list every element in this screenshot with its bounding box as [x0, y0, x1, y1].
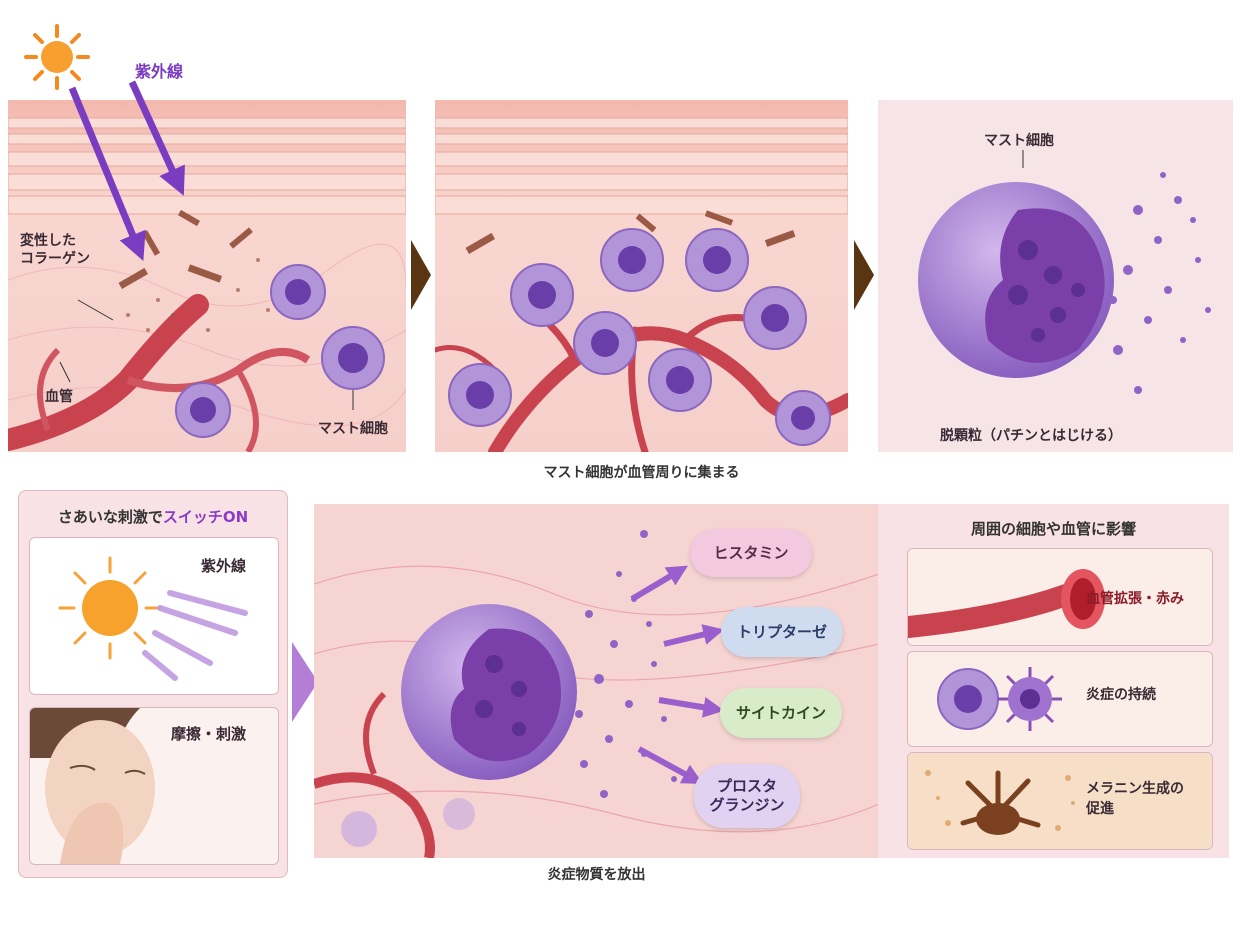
face-touch-icon — [30, 708, 155, 864]
friction-trigger-label: 摩擦・刺激 — [171, 725, 247, 743]
uv-trigger-card — [29, 537, 279, 695]
skin-panel-uv-damage — [8, 100, 406, 452]
inflammatory-cells-icon — [908, 652, 1212, 746]
mast-cell-icon — [321, 326, 385, 390]
skin-illustration-1 — [8, 100, 406, 452]
melanin-label: メラニン生成の 促進 — [1086, 781, 1184, 817]
degranulation-panel — [878, 100, 1233, 452]
effect-card-melanin — [907, 752, 1213, 850]
mediator-release-panel: ヒスタミン トリプターゼ サイトカイン プロスタ グランジン — [314, 504, 879, 858]
mast-cell-label-3: マスト細胞 — [984, 133, 1054, 149]
effect-card-inflammation — [907, 651, 1213, 747]
histamine-badge: ヒスタミン — [690, 529, 812, 577]
denatured-collagen-label: 変性した コラーゲン — [20, 233, 90, 268]
next-step-arrow-icon — [411, 240, 431, 310]
melanocyte-icon — [908, 753, 1212, 849]
triggers-title: さあいな刺激でスイッチON — [57, 508, 249, 526]
uv-label-top: 紫外線 — [135, 62, 184, 81]
degranulation-label: 脱顆粒（パチンとはじける） — [940, 428, 1122, 444]
mast-cell-icon — [270, 264, 326, 320]
effects-title: 周囲の細胞や血管に影響 — [970, 520, 1136, 538]
process-arrow-icon — [292, 642, 318, 722]
triggers-box: さあいな刺激でスイッチON 紫外線 — [18, 490, 288, 878]
uv-arrows-icon — [68, 80, 185, 261]
skin-panel-mast-gather — [435, 100, 848, 452]
uv-trigger-label: 紫外線 — [201, 557, 247, 575]
next-step-arrow-icon — [854, 240, 874, 310]
bottom-caption: 炎症物質を放出 — [547, 867, 646, 883]
vasodilation-label: 血管拡張・赤み — [1086, 591, 1184, 607]
switch-on-text: スイッチON — [162, 508, 249, 526]
effects-box: 周囲の細胞や血管に影響 血管拡張・赤み 炎症の持続 — [878, 504, 1229, 858]
top-caption: マスト細胞が血管周りに集まる — [543, 465, 740, 481]
prostaglandin-badge: プロスタ グランジン — [694, 764, 800, 828]
degranulating-mast-cell-icon — [918, 150, 1211, 394]
cytokine-badge: サイトカイン — [720, 688, 842, 738]
tryptase-badge: トリプターゼ — [721, 607, 843, 657]
sun-with-rays-icon — [58, 556, 248, 681]
sun-icon — [24, 24, 90, 90]
blood-vessel-label: 血管 — [45, 389, 73, 405]
effect-card-vasodilation — [907, 548, 1213, 646]
dilated-vessel-icon — [908, 549, 1212, 645]
mast-cell-label-1: マスト細胞 — [318, 421, 388, 437]
friction-trigger-card — [29, 707, 279, 865]
mast-cell-icon — [175, 382, 231, 438]
inflammation-label: 炎症の持続 — [1086, 687, 1156, 703]
